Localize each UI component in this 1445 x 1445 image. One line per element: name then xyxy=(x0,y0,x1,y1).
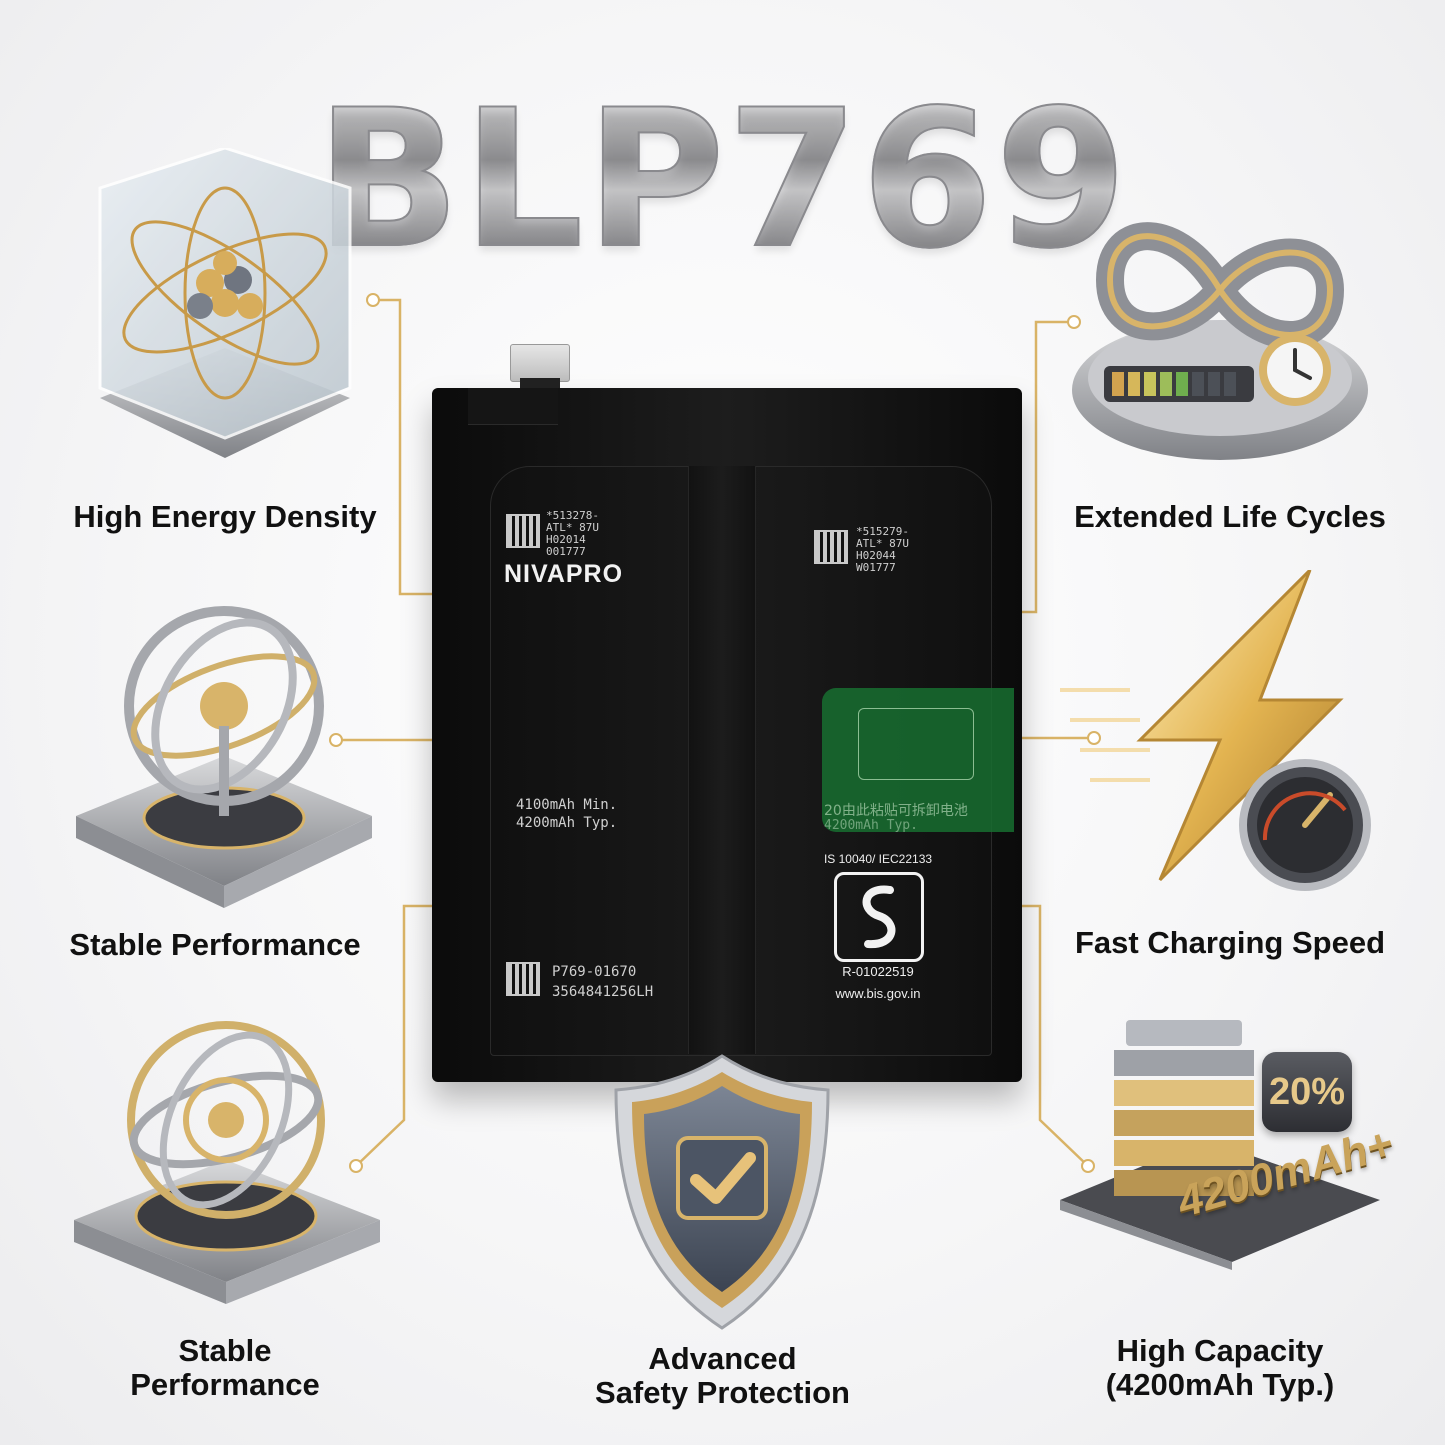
feature-fast-charging-speed: Fast Charging Speed xyxy=(1074,925,1386,960)
label-left-line: *513278- xyxy=(546,509,599,522)
label-left-line: ATL* 87U xyxy=(546,521,599,534)
battery-tab-slot xyxy=(468,388,558,425)
label-right-line: ATL* 87U xyxy=(856,537,909,550)
label-right-line: *515279- xyxy=(856,525,909,538)
capacity-rating: 4100mAh Min. 4200mAh Typ. xyxy=(516,796,617,832)
label-right-line: H02044 xyxy=(856,549,896,562)
sticker-text: 20由此粘贴可拆卸电池 xyxy=(824,803,968,819)
battery-spine xyxy=(688,466,756,1054)
gyroscope-2-icon xyxy=(74,1021,380,1304)
label-left-line: 001777 xyxy=(546,545,586,558)
feature-extended-life-cycles: Extended Life Cycles xyxy=(1074,499,1386,534)
battery-stack-icon xyxy=(1060,1020,1380,1270)
feature-line: High Capacity xyxy=(1116,1333,1324,1368)
infinity-icon xyxy=(1072,222,1368,460)
qr-code-bottom xyxy=(506,962,540,996)
bis-standard: IS 10040/ IEC22133 xyxy=(823,852,933,866)
capacity-typ: 4200mAh Typ. xyxy=(516,815,618,831)
serial-line-1: P769-01670 xyxy=(552,964,637,980)
removal-sticker: 20由此粘贴可拆卸电池 4200mAh Typ. xyxy=(822,688,1014,833)
feature-line: Performance xyxy=(130,1367,320,1402)
feature-advanced-safety: Advanced Safety Protection xyxy=(560,1342,885,1410)
feature-line: Advanced xyxy=(648,1341,797,1376)
label-left: *513278- ATL* 87U H02014 001777 xyxy=(546,510,599,558)
feature-line: (4200mAh Typ.) xyxy=(1105,1367,1335,1402)
sticker-text-2: 4200mAh Typ. xyxy=(824,818,918,833)
qr-code-left xyxy=(506,514,540,548)
feature-line: Safety Protection xyxy=(595,1375,850,1410)
atom-cube-icon xyxy=(98,148,352,458)
feature-line: Stable xyxy=(178,1333,272,1368)
label-left-line: H02014 xyxy=(546,533,586,546)
capacity-min: 4100mAh Min. xyxy=(516,797,618,813)
bis-logo-icon xyxy=(834,872,924,962)
battery-connector xyxy=(510,344,570,382)
feature-high-capacity: High Capacity (4200mAh Typ.) xyxy=(1060,1334,1380,1402)
brand-text: NIVAPRO xyxy=(504,560,624,588)
lightning-bolt-icon xyxy=(1060,570,1371,891)
sticker-hand-icon xyxy=(858,708,974,780)
qr-code-right xyxy=(814,530,848,564)
brand-logo: NIVAPRO xyxy=(504,560,623,589)
feature-stable-performance: Stable Performance xyxy=(69,927,361,962)
label-right: *515279- ATL* 87U H02044 W01777 xyxy=(856,526,909,574)
shield-icon xyxy=(614,1054,830,1330)
battery-pack xyxy=(432,388,1022,1082)
bis-registration: R-01022519 xyxy=(842,964,914,979)
label-right-line: W01777 xyxy=(856,561,896,574)
bis-url: www.bis.gov.in xyxy=(835,986,921,1001)
percent-badge: 20% xyxy=(1262,1052,1352,1132)
product-title: BLP769 xyxy=(0,79,1445,281)
serial-number: P769-01670 3564841256LH xyxy=(552,962,653,1002)
gyroscope-icon xyxy=(76,606,372,908)
feature-high-energy-density: High Energy Density xyxy=(73,499,377,534)
serial-line-2: 3564841256LH xyxy=(552,984,654,1000)
feature-stable-performance-2: Stable Performance xyxy=(60,1334,390,1402)
